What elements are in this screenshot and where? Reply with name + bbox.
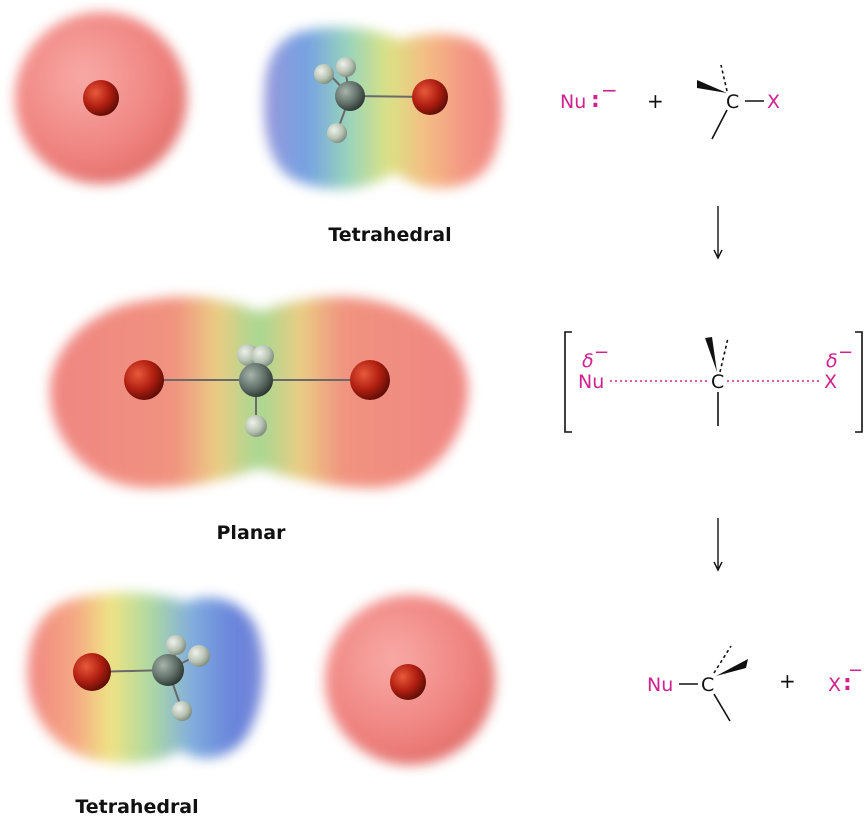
label-tetrahedral-bottom: Tetrahedral: [75, 796, 198, 818]
product-model-bottom: [27, 592, 264, 764]
ts-nucleophile: Nu: [578, 371, 604, 393]
bracket-right: [855, 331, 863, 433]
reactant-leaving-group: X: [767, 91, 780, 113]
ts-leaving-group: X: [824, 371, 837, 393]
ts-carbon: C: [711, 371, 724, 393]
product-carbon: C: [701, 674, 714, 696]
transition-state-equation: δ − Nu C δ − X: [564, 331, 863, 433]
product-dashed-bond: [713, 645, 732, 674]
products-equation: Nu C + X : −: [647, 645, 863, 722]
label-tetrahedral-top: Tetrahedral: [328, 224, 451, 246]
dashed-bond: [720, 64, 728, 92]
transition-state-model: [50, 296, 469, 488]
substrate-model-top: [264, 27, 502, 189]
product-charge: −: [848, 660, 863, 681]
product-plus: +: [779, 669, 796, 693]
ts-delta-left-charge: −: [594, 342, 609, 363]
ts-wedge-bond: [705, 337, 717, 372]
nucleophile-sphere-top: [15, 12, 187, 184]
ts-delta-right-charge: −: [838, 342, 853, 363]
product-wedge-bond: [716, 659, 748, 676]
label-planar: Planar: [217, 522, 287, 544]
reactant-lone-pair: :: [591, 88, 600, 113]
reactant-nucleophile: Nu: [560, 91, 586, 113]
plain-bond: [711, 109, 728, 140]
wedge-bond: [697, 80, 727, 93]
reaction-arrow-1: [713, 206, 723, 260]
leaving-group-sphere-bottom: [325, 595, 495, 765]
bracket-left: [564, 331, 572, 433]
reactant-plus: +: [647, 89, 664, 113]
reactants-equation: Nu : − + C X: [560, 64, 780, 140]
product-lone-pair: :: [843, 671, 852, 696]
product-plain-bond: [713, 693, 731, 722]
reaction-arrow-2: [713, 518, 723, 572]
reactant-carbon: C: [726, 91, 739, 113]
reactant-charge: −: [601, 78, 618, 102]
ts-delta-left: δ: [582, 350, 594, 372]
product-leaving-group: X: [828, 674, 841, 696]
ts-delta-right: δ: [826, 350, 838, 372]
ts-dashed-bond: [719, 337, 729, 373]
product-nucleophile: Nu: [647, 674, 673, 696]
